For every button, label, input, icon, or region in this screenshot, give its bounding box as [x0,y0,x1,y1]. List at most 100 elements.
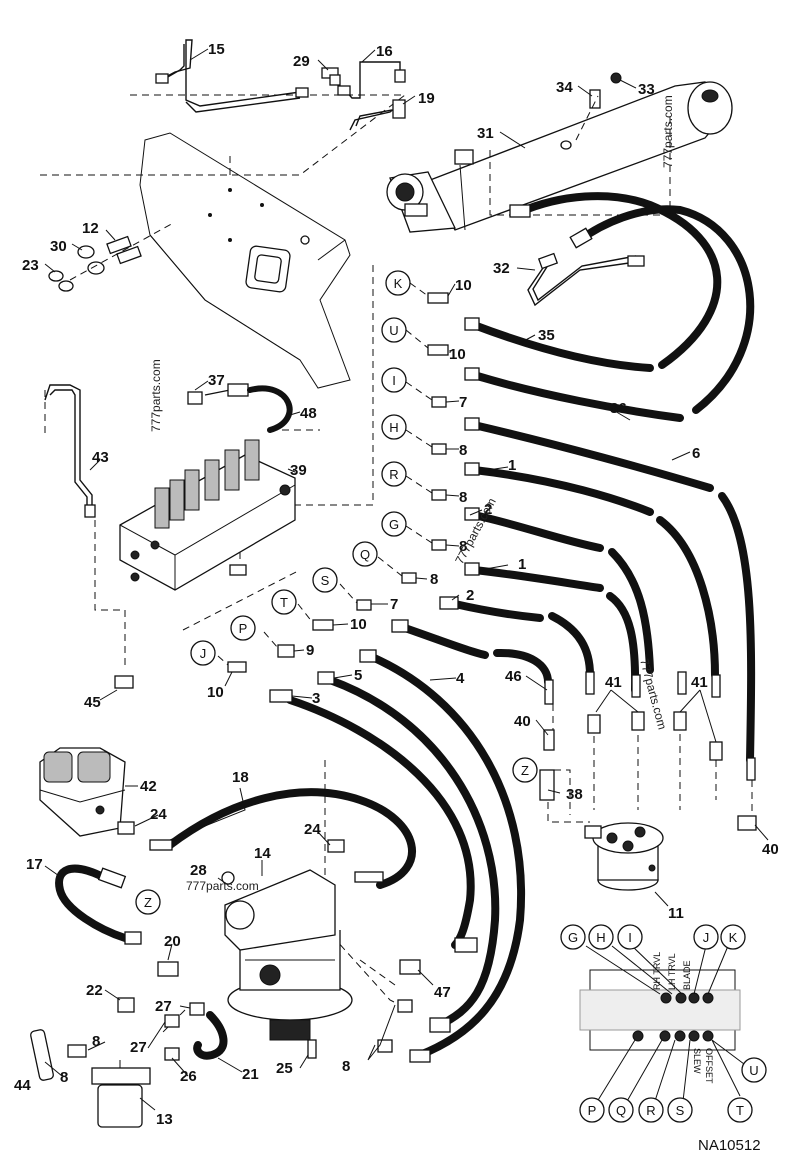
fitting-37-hose-48 [187,383,320,433]
callout-8-g: 8 [60,1069,68,1086]
port-z: Z [512,757,538,783]
callout-9: 9 [306,642,314,659]
svg-text:G: G [389,517,399,532]
legend-r: R [638,1097,664,1123]
callout-7-b: 7 [390,596,398,613]
callout-26: 26 [180,1068,197,1085]
callout-27-a: 27 [155,998,172,1015]
svg-text:S: S [676,1103,685,1118]
callout-47: 47 [434,984,451,1001]
watermark-3: 777parts.com [452,496,498,567]
callout-15: 15 [208,41,225,58]
port-g: G [381,511,407,537]
callout-2-a: 2 [484,501,492,518]
port-i: I [381,367,407,393]
elbow-fitting-29 [321,67,341,86]
svg-text:H: H [389,420,398,435]
callout-8-c: 8 [459,538,467,555]
legend-s: S [667,1097,693,1123]
callout-30: 30 [50,238,67,255]
callout-39: 39 [290,462,307,479]
callout-40-a: 40 [514,713,531,730]
callout-leaders [44,48,769,1111]
port-letter-circles: K U I H R G Q S T P J Z Z [135,270,538,915]
callout-32: 32 [493,260,510,277]
sensor-44 [30,1029,54,1081]
callout-19: 19 [418,90,435,107]
port-fittings [227,292,449,673]
svg-text:P: P [239,621,248,636]
callout-29: 29 [293,53,310,70]
fitting-45 [114,675,134,689]
svg-text:I: I [628,930,632,945]
callout-24-b: 24 [304,821,321,838]
watermark-5: 777parts.com [186,879,259,893]
legend-letter-circles: G H I J K U T P Q R S [560,924,767,1123]
filter-13 [67,961,205,1128]
callout-10-b: 10 [449,346,466,363]
callout-8-d: 8 [430,571,438,588]
callout-41-b: 41 [691,674,708,691]
callout-1-b: 1 [518,556,526,573]
svg-text:R: R [389,467,398,482]
svg-text:H: H [596,930,605,945]
svg-text:Z: Z [144,895,152,910]
svg-text:K: K [394,276,403,291]
callout-25: 25 [276,1060,293,1077]
legend-u: U [741,1057,767,1083]
callout-33: 33 [638,81,655,98]
callout-34: 34 [556,79,573,96]
callout-20: 20 [164,933,181,950]
callout-5: 5 [354,667,362,684]
callout-14: 14 [254,845,271,862]
svg-text:K: K [729,930,738,945]
callout-21: 21 [242,1066,259,1083]
callout-1-a: 1 [508,457,516,474]
rotary-joint-11 [584,822,664,891]
hoses-upper [55,192,756,1060]
callout-46: 46 [505,668,522,685]
callout-8-e: 8 [92,1033,100,1050]
callout-6: 6 [692,445,700,462]
legend-p: P [579,1097,605,1123]
callout-3: 3 [312,690,320,707]
fittings-24 [117,821,345,853]
svg-text:G: G [568,930,578,945]
watermark-2: 777parts.com [149,359,163,432]
callout-42: 42 [140,778,157,795]
callout-23: 23 [22,257,39,274]
fittings-12-30-23 [48,221,176,292]
svg-text:T: T [280,595,288,610]
svg-text:J: J [703,930,710,945]
callout-2-b: 2 [466,587,474,604]
legend-k: K [720,924,746,950]
callout-4: 4 [456,670,465,687]
port-p: P [230,615,256,641]
callout-35: 35 [538,327,555,344]
callout-12: 12 [82,220,99,237]
callout-10-a: 10 [455,277,472,294]
drawing-code: NA10512 [698,1137,761,1154]
callout-27-b: 27 [130,1039,147,1056]
fitting-19 [392,99,406,119]
swing-motor-14 [221,869,353,1059]
port-u: U [381,317,407,343]
legend-h: H [588,924,614,950]
legend-t: T [727,1097,753,1123]
svg-text:I: I [392,373,396,388]
callout-40-b: 40 [762,841,779,858]
svg-text:U: U [749,1063,758,1078]
tube-assembly-16 [337,61,406,131]
callout-31: 31 [477,125,494,142]
boom-bracket [40,94,407,389]
svg-text:T: T [736,1103,744,1118]
callout-17: 17 [26,856,43,873]
callout-44: 44 [14,1077,31,1094]
callout-22: 22 [86,982,103,999]
callout-24-a: 24 [150,806,167,823]
svg-text:P: P [588,1103,597,1118]
tube-43 [44,384,96,518]
watermark-1: 777parts.com [661,95,675,168]
callout-28: 28 [190,862,207,879]
callout-8-a: 8 [459,442,467,459]
